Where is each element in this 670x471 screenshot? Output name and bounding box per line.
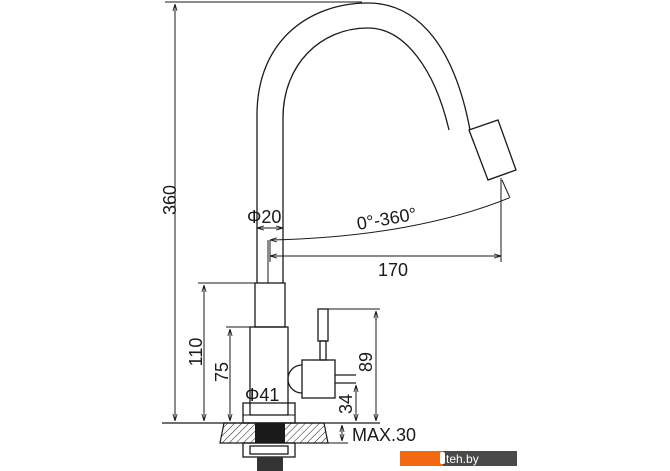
teh-by-watermark: teh.by (400, 451, 517, 466)
dim-rotation: 0°-360° (355, 204, 418, 234)
spout-nozzle (468, 119, 517, 181)
dim-body-height: 110 (186, 338, 206, 367)
countertop (162, 422, 380, 471)
handle-lever (317, 308, 329, 342)
dim-handle-height: 89 (356, 352, 376, 372)
base-nut (242, 402, 296, 424)
watermark-text: teh.by (446, 452, 479, 466)
dim-reach: 170 (378, 260, 408, 280)
faucet-body (242, 282, 356, 424)
dim-outlet-height: 34 (336, 394, 356, 414)
spout (256, 2, 517, 283)
dim-lower-body-height: 75 (212, 362, 232, 382)
dim-max-counter-thickness: MAX.30 (352, 425, 416, 445)
dim-base-diameter: Φ41 (245, 385, 279, 405)
dim-spout-diameter: Φ20 (247, 207, 281, 227)
handle-cartridge (301, 359, 336, 399)
dim-total-height: 360 (160, 185, 180, 215)
